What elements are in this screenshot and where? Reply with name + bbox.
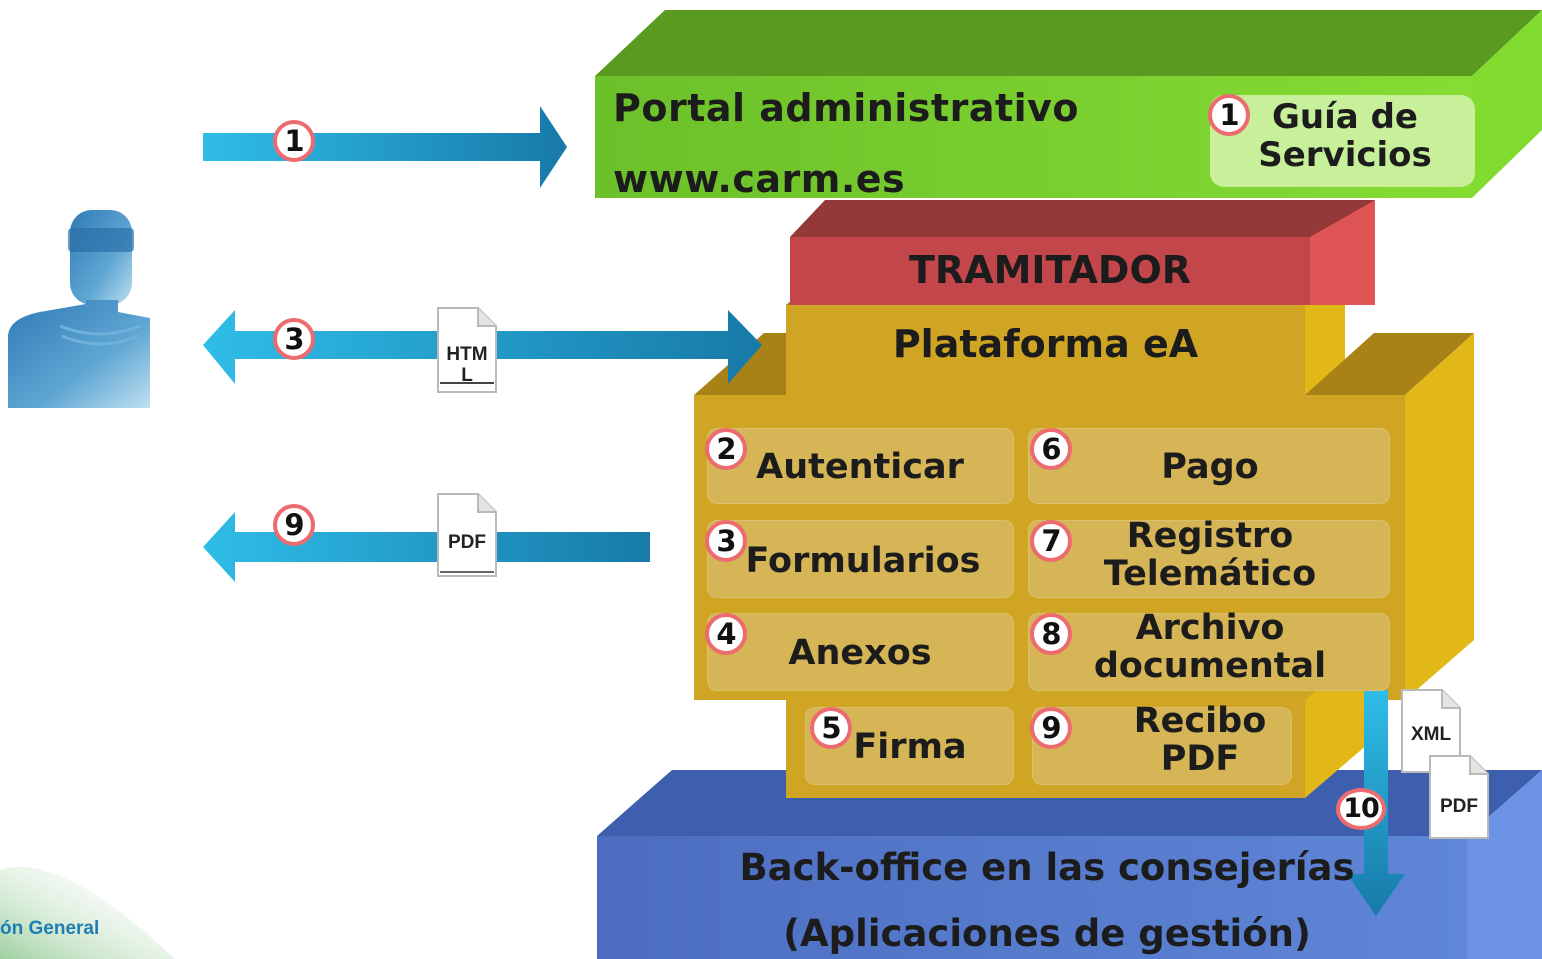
cell-pago-badge: 6	[1030, 428, 1072, 470]
cell-formularios[interactable]	[707, 520, 1014, 598]
cell-firma-label: Firma	[853, 727, 967, 767]
guia-badge: 1	[1208, 94, 1250, 136]
html-doc-label: HTM L	[446, 344, 488, 386]
tramitador-label: TRAMITADOR	[908, 248, 1192, 292]
cell-formularios-label: Formularios	[745, 541, 981, 581]
arrow-pdf-return	[203, 512, 650, 582]
footer-text: ón General	[0, 918, 100, 939]
cell-archivo[interactable]	[1028, 613, 1390, 691]
cell-autenticar-label: Autenticar	[756, 447, 964, 487]
arrow-down-badge: 10	[1336, 788, 1386, 830]
pdf-document-icon-left	[437, 493, 497, 577]
portal-title: Portal administrativo	[613, 86, 1080, 130]
cell-anexos[interactable]	[707, 613, 1014, 691]
pdf-doc-label-left: PDF	[448, 532, 486, 553]
cell-pago[interactable]	[1028, 428, 1390, 504]
cell-recibo-label: Recibo PDF	[1133, 701, 1267, 779]
xml-document-icon	[1401, 689, 1461, 773]
tramitador-block	[790, 200, 1375, 305]
cell-registro-label: Registro Telemático	[1103, 516, 1317, 594]
cell-firma-badge: 5	[810, 707, 852, 749]
portal-block	[595, 10, 1542, 198]
cell-archivo-badge: 8	[1030, 613, 1072, 655]
portal-url: www.carm.es	[613, 157, 906, 201]
cell-anexos-badge: 4	[705, 613, 747, 655]
cell-anexos-label: Anexos	[788, 633, 932, 673]
user-icon	[8, 210, 150, 408]
plataforma-label: Plataforma eA	[892, 322, 1199, 366]
corner-decoration	[0, 866, 175, 959]
arrow-to-portal	[203, 106, 567, 188]
arrow-portal-badge: 1	[273, 120, 315, 162]
cell-archivo-label: Archivo documental	[1093, 608, 1327, 686]
cell-recibo[interactable]	[1032, 707, 1292, 785]
cell-autenticar[interactable]	[707, 428, 1014, 504]
cell-autenticar-badge: 2	[705, 428, 747, 470]
backoffice-subtitle: (Aplicaciones de gestión)	[783, 912, 1311, 955]
cell-registro-badge: 7	[1030, 520, 1072, 562]
cell-formularios-badge: 3	[705, 520, 747, 562]
cell-recibo-badge: 9	[1030, 707, 1072, 749]
guia-servicios-box	[1210, 95, 1475, 187]
cell-pago-label: Pago	[1161, 447, 1259, 487]
html-document-icon	[437, 307, 497, 393]
cell-registro[interactable]	[1028, 520, 1390, 598]
pdf-document-icon-right	[1429, 755, 1489, 839]
xml-doc-label: XML	[1410, 724, 1452, 745]
backoffice-title: Back-office en las consejerías	[739, 846, 1355, 889]
guia-servicios-label[interactable]: Guía de Servicios	[1258, 97, 1432, 175]
arrow-pdf-badge: 9	[273, 504, 315, 546]
pdf-doc-label-right: PDF	[1440, 796, 1478, 817]
arrow-html-badge: 3	[273, 318, 315, 360]
